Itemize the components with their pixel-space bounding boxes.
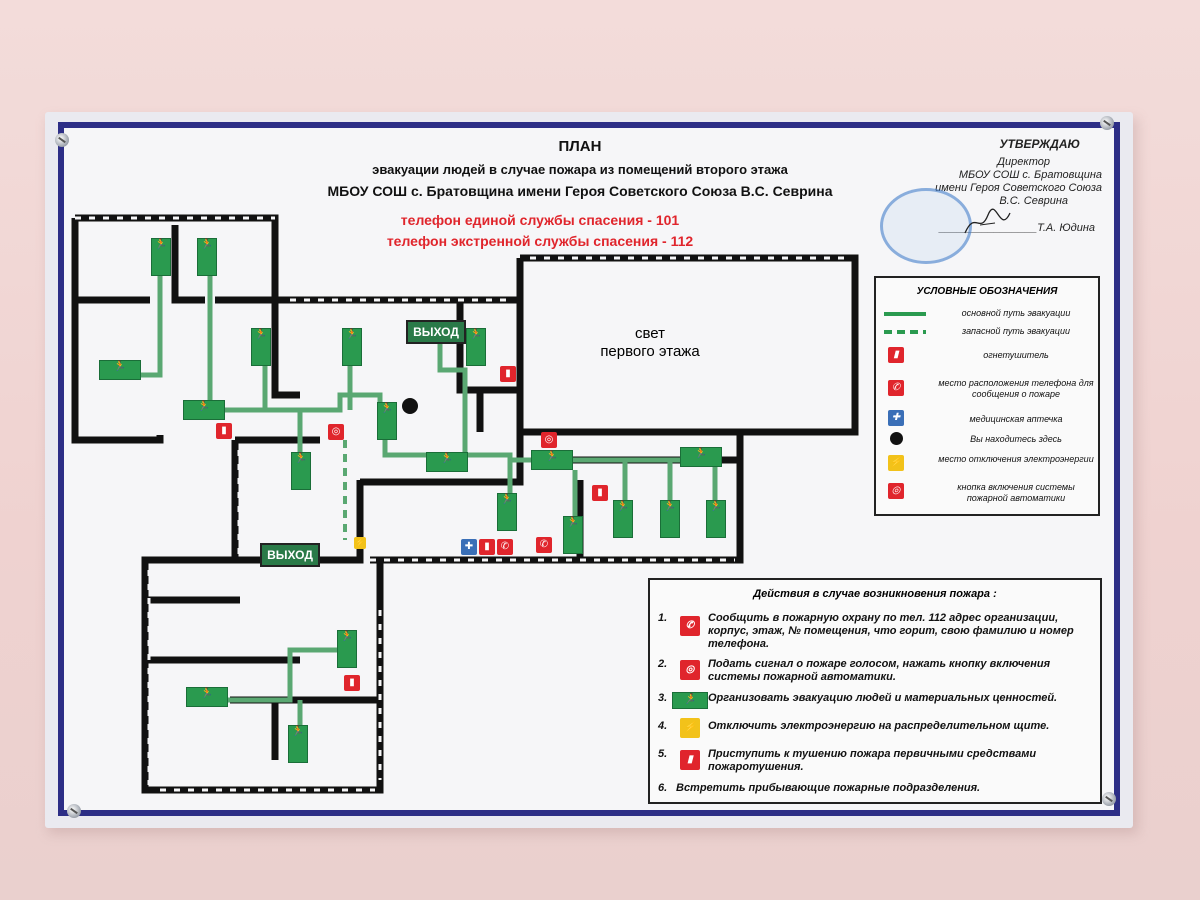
evacuation-sign-icon: 🏃 [337, 630, 357, 668]
plan-subtitle: эвакуации людей в случае пожара из помещ… [372, 162, 788, 177]
approval-line: МБОУ СОШ с. Братовщина [958, 169, 1102, 181]
evacuation-sign-icon: 🏃 [680, 447, 722, 467]
evacuation-sign-icon: 🏃 [497, 493, 517, 531]
phone-icon: ✆ [497, 539, 513, 555]
extinguisher-icon: ▮ [216, 423, 232, 439]
fire-alarm-button-icon: ◎ [328, 424, 344, 440]
evacuation-sign-icon: 🏃 [426, 452, 468, 472]
evacuation-sign-icon: 🏃 [342, 328, 362, 366]
extinguisher-icon: ▮ [680, 750, 700, 770]
first-aid-icon: ✚ [461, 539, 477, 555]
fire-alarm-button-icon: ◎ [680, 660, 700, 680]
legend-title: УСЛОВНЫЕ ОБОЗНАЧЕНИЯ [916, 286, 1058, 297]
evacuation-sign-icon: 🏃 [291, 452, 311, 490]
phone-icon: ✆ [680, 616, 700, 636]
school-name: МБОУ СОШ с. Братовщина имени Героя Совет… [327, 183, 833, 199]
approval-line: Директор [997, 156, 1050, 168]
screw-icon [1100, 116, 1114, 130]
electric-warning-icon: ⚡ [888, 455, 904, 471]
extinguisher-icon: ▮ [344, 675, 360, 691]
evacuation-sign-icon: 🏃 [466, 328, 486, 366]
fire-actions-box: Действия в случае возникновения пожара :… [648, 578, 1102, 804]
evacuation-sign-icon: 🏃 [251, 328, 271, 366]
exit-sign: ВЫХОД [260, 543, 320, 567]
approval-heading: УТВЕРЖДАЮ [999, 137, 1080, 151]
plan-title: ПЛАН [558, 138, 602, 155]
phone-line-112: телефон экстренной службы спасения - 112 [386, 233, 694, 249]
electric-warning-icon: ⚡ [680, 718, 700, 738]
fire-alarm-button-icon: ◎ [541, 432, 557, 448]
round-stamp [880, 188, 972, 264]
evacuation-sign-icon: 🏃 [186, 687, 228, 707]
fire-alarm-button-icon: ◎ [888, 483, 904, 499]
phone-icon: ✆ [888, 380, 904, 396]
evacuation-sign-icon: 🏃 [660, 500, 680, 538]
legend-box: УСЛОВНЫЕ ОБОЗНАЧЕНИЯ основной путь эваку… [874, 276, 1100, 516]
solid-green-line-icon [884, 312, 926, 316]
phone-line-101: телефон единой службы спасения - 101 [400, 212, 680, 228]
evacuation-sign-icon: 🏃 [151, 238, 171, 276]
phone-icon: ✆ [536, 537, 552, 553]
evacuation-sign-icon: 🏃 [706, 500, 726, 538]
evacuation-sign-icon: 🏃 [197, 238, 217, 276]
extinguisher-icon: ▮ [500, 366, 516, 382]
evacuation-sign-icon: 🏃 [672, 692, 708, 709]
evacuation-sign-icon: 🏃 [531, 450, 573, 470]
evacuation-sign-icon: 🏃 [288, 725, 308, 763]
electric-warning-icon: ⚡ [354, 537, 366, 549]
screw-icon [67, 804, 81, 818]
evacuation-sign-icon: 🏃 [563, 516, 583, 554]
extinguisher-icon: ▮ [479, 539, 495, 555]
evacuation-sign-icon: 🏃 [377, 402, 397, 440]
first-floor-light-label: свет первого этажа [600, 325, 700, 360]
evacuation-sign-icon: 🏃 [613, 500, 633, 538]
extinguisher-icon: ▮ [592, 485, 608, 501]
approval-line: имени Героя Советского Союза [935, 182, 1102, 194]
you-are-here-dot [402, 398, 418, 414]
exit-sign: ВЫХОД [406, 320, 466, 344]
you-are-here-dot-icon [890, 432, 903, 445]
screw-icon [1102, 792, 1116, 806]
actions-title: Действия в случае возникновения пожара : [753, 588, 997, 600]
director-signature [964, 208, 1011, 234]
evacuation-sign-icon: 🏃 [99, 360, 141, 380]
first-aid-icon: ✚ [888, 410, 904, 426]
signature-line: ________________Т.А. Юдина [939, 222, 1095, 234]
screw-icon [55, 133, 69, 147]
evacuation-sign-icon: 🏃 [183, 400, 225, 420]
approval-line: В.С. Севрина [999, 195, 1068, 207]
dashed-green-line-icon [884, 330, 926, 334]
extinguisher-icon: ▮ [888, 347, 904, 363]
